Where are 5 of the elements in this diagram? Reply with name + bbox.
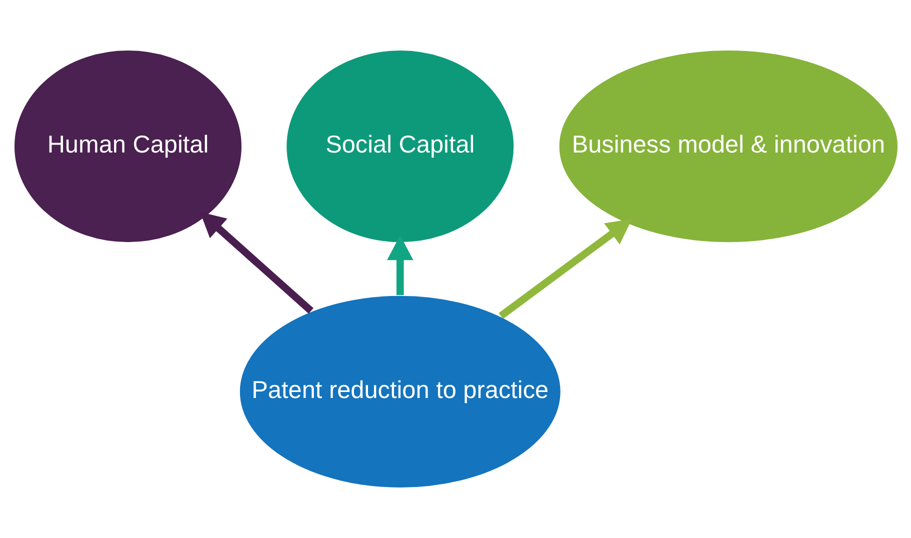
node-ellipse: Patent reduction to practice <box>238 294 562 489</box>
node-ellipse: Human Capital <box>12 49 242 244</box>
arrow <box>498 218 632 319</box>
node-ellipse: Social Capital <box>284 49 514 244</box>
arrow <box>386 235 413 296</box>
